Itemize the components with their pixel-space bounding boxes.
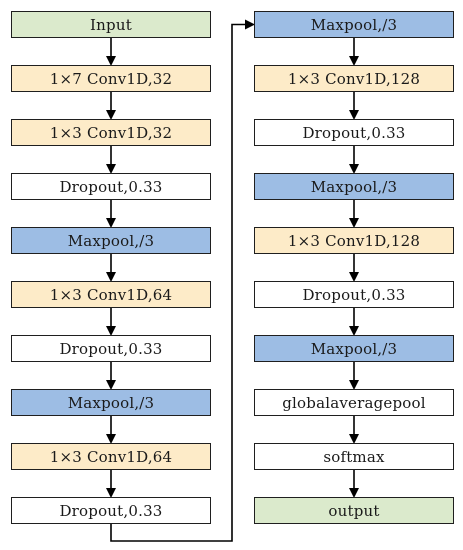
conv1d-1x7-32-node: 1×7 Conv1D,32 bbox=[11, 65, 211, 92]
conv1d-1x3-128-node-1: 1×3 Conv1D,128 bbox=[254, 65, 454, 92]
conv1d-1x3-32-node: 1×3 Conv1D,32 bbox=[11, 119, 211, 146]
output-node: output bbox=[254, 497, 454, 524]
input-node: Input bbox=[11, 11, 211, 38]
arrow-n10-to-n11 bbox=[110, 19, 255, 542]
dropout-node-4: Dropout,0.33 bbox=[254, 119, 454, 146]
dropout-node-5: Dropout,0.33 bbox=[254, 281, 454, 308]
maxpool-node-2: Maxpool,/3 bbox=[11, 389, 211, 416]
conv1d-1x3-64-node-1: 1×3 Conv1D,64 bbox=[11, 281, 211, 308]
dropout-node-1: Dropout,0.33 bbox=[11, 173, 211, 200]
dropout-node-2: Dropout,0.33 bbox=[11, 335, 211, 362]
dropout-node-3: Dropout,0.33 bbox=[11, 497, 211, 524]
conv1d-1x3-128-node-2: 1×3 Conv1D,128 bbox=[254, 227, 454, 254]
globalaveragepool-node: globalaveragepool bbox=[254, 389, 454, 416]
softmax-node: softmax bbox=[254, 443, 454, 470]
conv1d-1x3-64-node-2: 1×3 Conv1D,64 bbox=[11, 443, 211, 470]
maxpool-node-3: Maxpool,/3 bbox=[254, 11, 454, 38]
maxpool-node-1: Maxpool,/3 bbox=[11, 227, 211, 254]
maxpool-node-5: Maxpool,/3 bbox=[254, 335, 454, 362]
maxpool-node-4: Maxpool,/3 bbox=[254, 173, 454, 200]
